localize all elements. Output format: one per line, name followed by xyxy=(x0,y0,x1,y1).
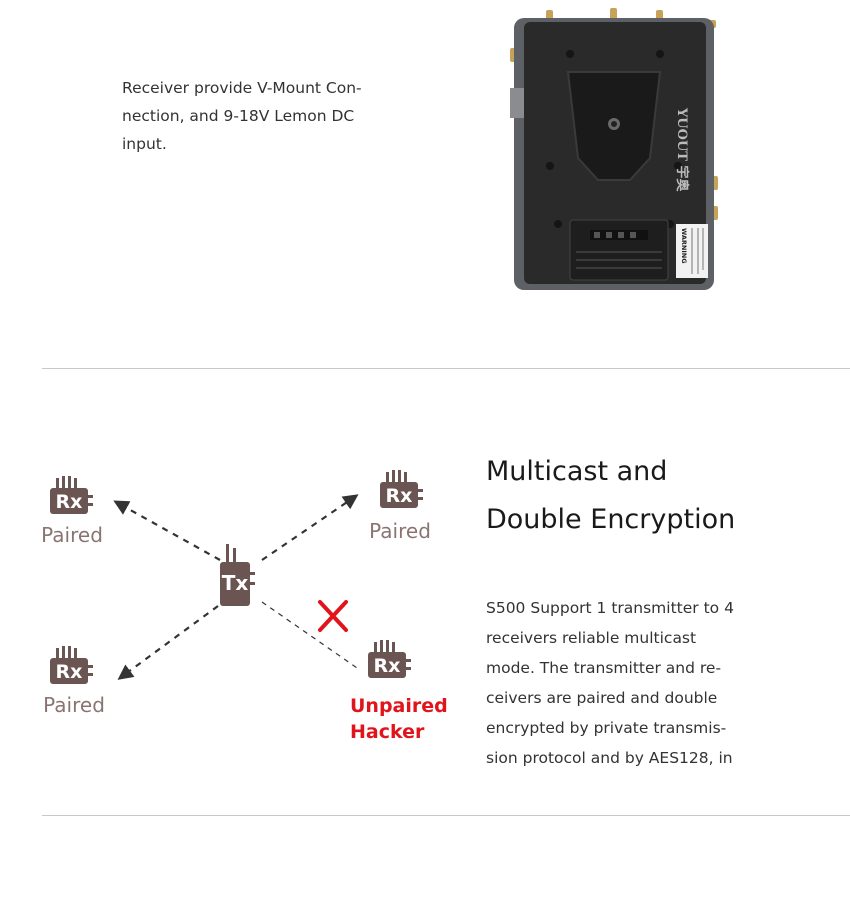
section-divider xyxy=(42,368,850,369)
rx-status: Paired xyxy=(43,693,105,717)
rx-status: Paired xyxy=(369,519,431,543)
brand-logo: YUOUT 宇奥 xyxy=(674,107,690,192)
receiver-description: Receiver provide V-Mount Con- nection, a… xyxy=(122,79,362,153)
link-arrows xyxy=(113,494,359,680)
rx-node-top-right: Rx Paired xyxy=(369,470,431,543)
multicast-description: S500 Support 1 transmitter to 4 receiver… xyxy=(486,599,734,767)
unpaired-status-line2: Hacker xyxy=(350,721,425,743)
blocked-icon xyxy=(318,600,348,632)
unpaired-status-line1: Unpaired xyxy=(350,695,448,717)
multicast-diagram: Tx Rx Paired Rx Paired Rx Paired Rx Unpa… xyxy=(41,470,448,743)
multicast-title: Multicast and Double Encryption xyxy=(486,456,736,535)
warning-label: WARNING xyxy=(680,228,688,264)
receiver-device-image: YUOUT 宇奥 WARNING xyxy=(510,8,718,290)
rx-label: Rx xyxy=(56,661,83,683)
blocked-link xyxy=(261,601,361,671)
section-divider xyxy=(42,815,850,816)
rx-node-bottom-left: Rx Paired xyxy=(43,646,105,717)
rx-label: Rx xyxy=(374,655,401,677)
rx-label: Rx xyxy=(56,491,83,513)
tx-node: Tx xyxy=(220,544,255,606)
tx-label: Tx xyxy=(222,571,249,595)
rx-node-top-left: Rx Paired xyxy=(41,476,103,547)
rx-status: Paired xyxy=(41,523,103,547)
rx-node-unpaired: Rx Unpaired Hacker xyxy=(350,640,448,743)
rx-label: Rx xyxy=(386,485,413,507)
